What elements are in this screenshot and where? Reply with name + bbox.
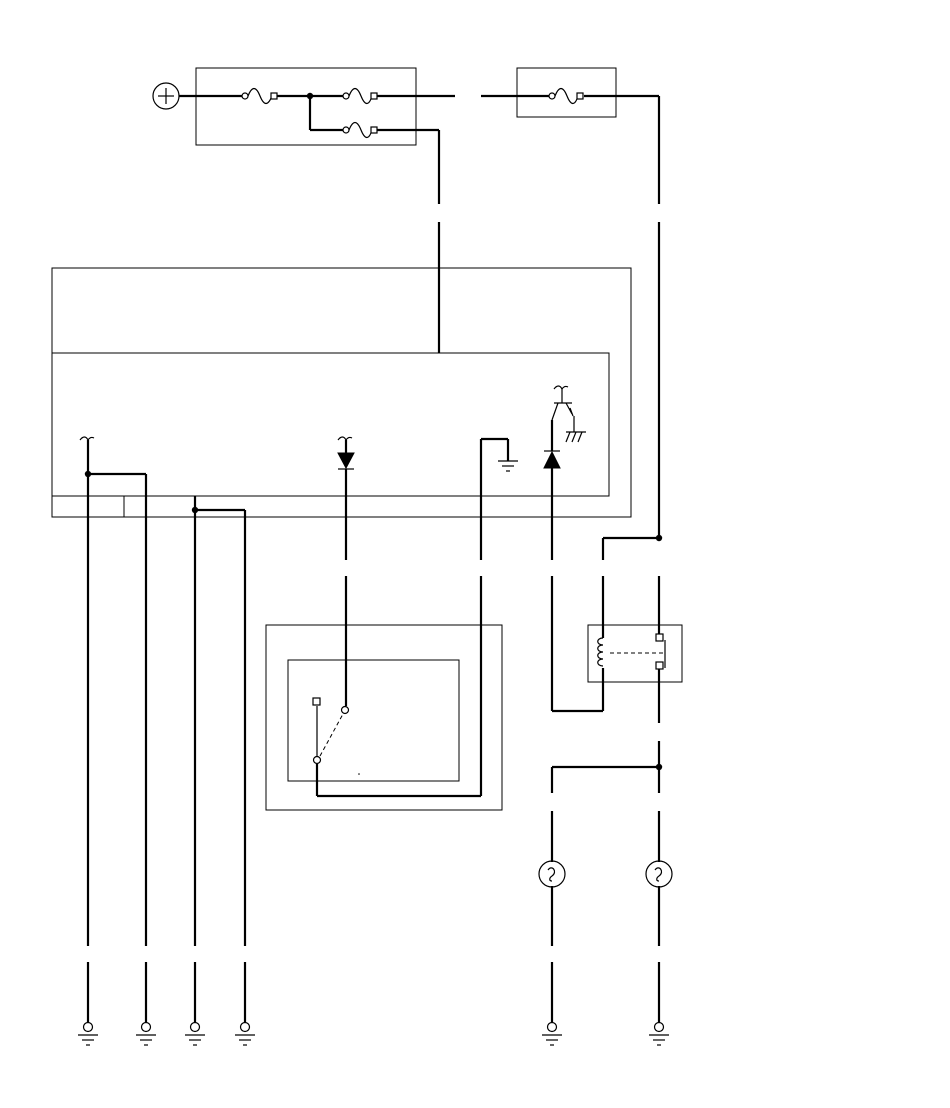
ground-icon [136,1021,156,1046]
junction-dot [191,506,199,514]
junction-dot [655,534,663,542]
control-module-outer [51,267,632,518]
relay-wiring [550,536,661,723]
switch-assembly-outer [265,624,503,811]
ground-icon [235,1021,255,1046]
internal-ground-icon [479,437,518,560]
secondary-fuse-box [516,67,617,118]
fuse-3-icon [342,121,378,139]
mark [358,773,360,775]
ground-icon [78,1021,98,1046]
junction-dot [655,763,663,771]
diode-icon [337,436,355,560]
lamp-icon [538,860,566,888]
lamp-icon [645,860,673,888]
fuse-wiring [179,94,661,204]
battery-positive-symbol [152,82,180,110]
fuse-1-icon [241,87,278,105]
switch-contact-icon [312,697,350,765]
left-output-wires [79,436,247,946]
transistor-icon [551,385,586,443]
ground-wires [86,962,661,1022]
junction-dot [306,92,314,100]
ground-icon [185,1021,205,1046]
relay-diode-icon [543,420,561,560]
relay-contact-icon [610,633,666,670]
main-fuse-box [195,67,417,146]
fuse-4-icon [548,87,584,105]
relay-coil-icon [597,637,604,667]
relay-box [587,624,683,683]
fuse-2-icon [342,87,378,105]
switch-assembly-inner [287,659,460,782]
lamp-wiring [550,741,661,946]
control-module-inner [51,352,610,497]
ground-icon [649,1021,669,1046]
switch-wiring [315,576,483,798]
junction-dot [84,470,92,478]
ground-icon [542,1021,562,1046]
